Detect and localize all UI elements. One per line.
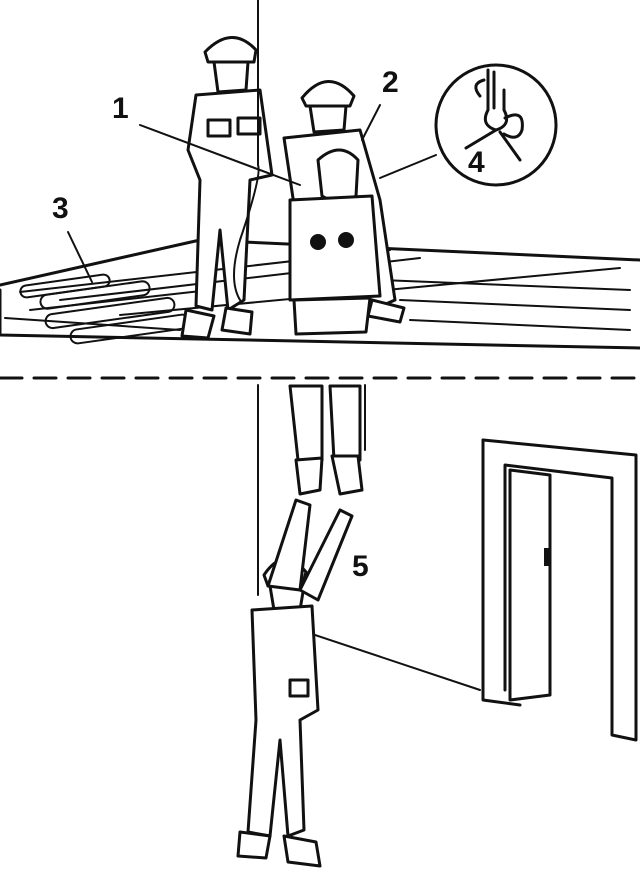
callout-4: 4 [468, 146, 485, 179]
rescuer-5 [236, 498, 354, 868]
callout-1: 1 [112, 92, 129, 125]
doorway [481, 438, 638, 742]
rope [233, 59, 260, 301]
floor-boards [19, 273, 191, 345]
callout-5: 5 [352, 550, 369, 583]
knot-detail-inset [434, 63, 558, 187]
rescuer-1 [180, 36, 274, 340]
victim [288, 148, 382, 496]
callout-2: 2 [382, 66, 399, 99]
floor-edge-line [299, 629, 481, 691]
leader-lines [67, 104, 437, 283]
callout-3: 3 [52, 192, 69, 225]
